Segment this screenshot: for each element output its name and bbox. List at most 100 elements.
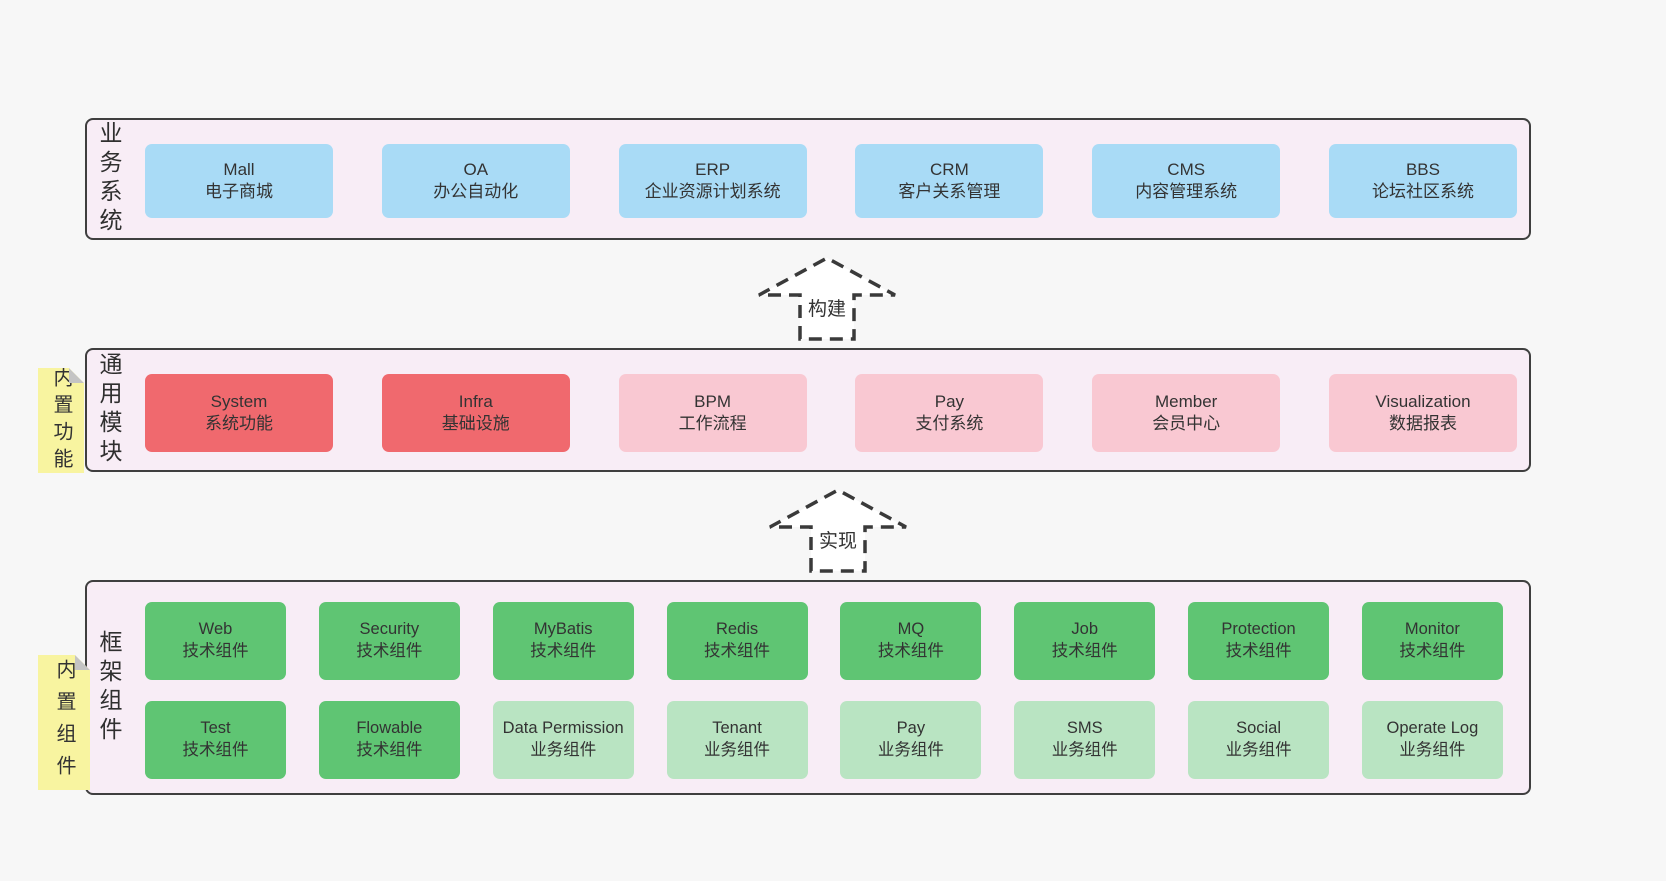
module-box-system: System 系统功能 bbox=[145, 374, 333, 452]
module-box-crm: CRM 客户关系管理 bbox=[855, 144, 1044, 218]
module-box-visualization: Visualization 数据报表 bbox=[1328, 374, 1517, 452]
framework-components-row-2: Test 技术组件 Flowable 技术组件 Data Permission 业务组件 T… bbox=[145, 701, 1503, 779]
module-box-mybatis: MyBatis 技术组件 bbox=[492, 602, 634, 680]
sticky-note-text: 内置组件 bbox=[53, 658, 75, 787]
module-subtitle: 工作流程 bbox=[678, 414, 747, 433]
module-title: Monitor bbox=[1404, 620, 1460, 639]
module-title: MQ bbox=[897, 620, 925, 639]
arrow-label: 实现 bbox=[812, 525, 864, 554]
module-title: ERP bbox=[695, 159, 731, 179]
layer-label-framework-components: 框架组件 bbox=[96, 629, 122, 746]
implement-arrow: 实现 bbox=[768, 487, 908, 573]
module-subtitle: 技术组件 bbox=[356, 741, 423, 759]
module-title: Tenant bbox=[712, 719, 762, 738]
module-subtitle: 技术组件 bbox=[182, 741, 249, 759]
module-box-web: Web 技术组件 bbox=[145, 602, 286, 680]
module-title: Infra bbox=[458, 391, 493, 411]
build-arrow: 构建 bbox=[757, 255, 897, 341]
arrow-label: 构建 bbox=[801, 293, 853, 322]
module-subtitle: 企业资源计划系统 bbox=[644, 182, 781, 201]
module-title: Job bbox=[1071, 620, 1099, 639]
module-title: Redis bbox=[715, 620, 759, 639]
module-title: Data Permission bbox=[502, 719, 624, 738]
module-box-security: Security 技术组件 bbox=[318, 602, 460, 680]
module-subtitle: 电子商城 bbox=[205, 182, 273, 201]
module-title: System bbox=[210, 391, 268, 411]
sticky-note-text: 内置功能 bbox=[50, 366, 72, 475]
module-title: Protection bbox=[1221, 620, 1296, 639]
module-subtitle: 技术组件 bbox=[182, 642, 249, 660]
module-subtitle: 业务组件 bbox=[1399, 741, 1466, 759]
module-title: Pay bbox=[896, 719, 926, 738]
module-box-monitor: Monitor 技术组件 bbox=[1361, 602, 1503, 680]
business-systems-box-row: Mall 电子商城 OA 办公自动化 ERP 企业资源计划系统 CRM 客户关系管理 CMS 内容… bbox=[145, 144, 1517, 218]
layer-common-modules: 通用模块 System 系统功能 Infra 基础设施 BPM 工作流程 Pay 支付系统 Me… bbox=[85, 348, 1531, 472]
layer-business-systems: 业务系统 Mall 电子商城 OA 办公自动化 ERP 企业资源计划系统 CRM 客户关系管理… bbox=[85, 118, 1531, 240]
module-subtitle: 内容管理系统 bbox=[1135, 182, 1238, 201]
module-title: BBS bbox=[1405, 159, 1440, 179]
module-title: OA bbox=[463, 159, 489, 179]
module-title: Mall bbox=[223, 159, 255, 179]
module-box-bbs: BBS 论坛社区系统 bbox=[1328, 144, 1517, 218]
module-subtitle: 技术组件 bbox=[1225, 642, 1292, 660]
module-title: CMS bbox=[1167, 159, 1206, 179]
sticky-note-builtin-features: 内置功能 bbox=[38, 368, 84, 473]
module-title: Security bbox=[359, 620, 420, 639]
module-box-oa: OA 办公自动化 bbox=[381, 144, 570, 218]
module-subtitle: 基础设施 bbox=[441, 414, 510, 433]
module-box-cms: CMS 内容管理系统 bbox=[1092, 144, 1281, 218]
module-subtitle: 技术组件 bbox=[704, 642, 771, 660]
module-subtitle: 办公自动化 bbox=[433, 182, 519, 201]
module-title: Flowable bbox=[356, 719, 423, 738]
module-subtitle: 会员中心 bbox=[1152, 414, 1221, 433]
module-box-protection: Protection 技术组件 bbox=[1188, 602, 1330, 680]
layer-label-common-modules: 通用模块 bbox=[96, 352, 122, 468]
module-title: Test bbox=[200, 719, 231, 738]
module-box-social: Social 业务组件 bbox=[1188, 701, 1330, 779]
module-title: Social bbox=[1236, 719, 1282, 738]
module-box-operate-log: Operate Log 业务组件 bbox=[1361, 701, 1503, 779]
module-box-infra: Infra 基础设施 bbox=[381, 374, 570, 452]
module-box-flowable: Flowable 技术组件 bbox=[318, 701, 460, 779]
module-subtitle: 技术组件 bbox=[530, 642, 597, 660]
module-box-pay: Pay 支付系统 bbox=[855, 374, 1044, 452]
layer-label-business-systems: 业务系统 bbox=[96, 121, 122, 237]
sticky-note-builtin-components: 内置组件 bbox=[38, 655, 90, 790]
module-subtitle: 业务组件 bbox=[1051, 741, 1118, 759]
module-subtitle: 技术组件 bbox=[1399, 642, 1466, 660]
module-subtitle: 技术组件 bbox=[1051, 642, 1118, 660]
module-box-job: Job 技术组件 bbox=[1014, 602, 1156, 680]
module-title: Operate Log bbox=[1386, 719, 1479, 738]
module-box-data-permission: Data Permission 业务组件 bbox=[492, 701, 634, 779]
module-title: BPM bbox=[694, 391, 732, 411]
module-title: CRM bbox=[930, 159, 969, 179]
module-title: Web bbox=[198, 620, 233, 639]
module-subtitle: 论坛社区系统 bbox=[1371, 182, 1474, 201]
module-box-erp: ERP 企业资源计划系统 bbox=[618, 144, 807, 218]
module-box-redis: Redis 技术组件 bbox=[666, 602, 808, 680]
module-box-bpm: BPM 工作流程 bbox=[618, 374, 807, 452]
module-box-mq: MQ 技术组件 bbox=[840, 602, 982, 680]
folded-corner-icon bbox=[69, 368, 84, 383]
module-subtitle: 业务组件 bbox=[1225, 741, 1292, 759]
module-title: MyBatis bbox=[533, 620, 593, 639]
module-subtitle: 系统功能 bbox=[205, 414, 273, 433]
module-subtitle: 业务组件 bbox=[530, 741, 597, 759]
module-box-sms: SMS 业务组件 bbox=[1014, 701, 1156, 779]
module-subtitle: 客户关系管理 bbox=[898, 182, 1001, 201]
module-title: SMS bbox=[1066, 719, 1103, 738]
module-subtitle: 数据报表 bbox=[1388, 414, 1457, 433]
module-box-mall: Mall 电子商城 bbox=[145, 144, 333, 218]
module-box-test: Test 技术组件 bbox=[145, 701, 286, 779]
module-subtitle: 技术组件 bbox=[356, 642, 423, 660]
module-title: Pay bbox=[934, 391, 965, 411]
module-subtitle: 技术组件 bbox=[877, 642, 944, 660]
module-subtitle: 支付系统 bbox=[915, 414, 984, 433]
module-title: Visualization bbox=[1375, 391, 1471, 411]
